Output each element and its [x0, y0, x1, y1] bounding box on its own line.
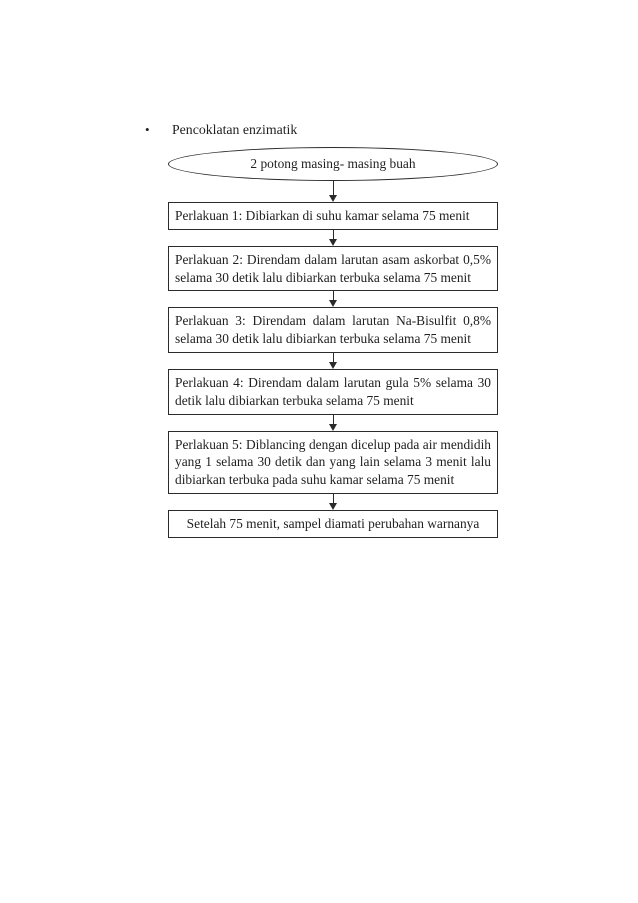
flow-node-perlakuan-2-label: Perlakuan 2: Direndam dalam larutan asam… [175, 251, 491, 285]
flow-node-perlakuan-1: Perlakuan 1: Dibiarkan di suhu kamar sel… [168, 202, 498, 230]
arrow-head-icon [329, 423, 337, 431]
flow-node-start: 2 potong masing- masing buah [168, 147, 498, 181]
flow-node-result-label: Setelah 75 menit, sampel diamati perubah… [186, 515, 480, 531]
arrow-head-icon [329, 300, 337, 308]
arrow-head-icon [329, 238, 337, 246]
down-arrow [329, 291, 338, 308]
flow-node-perlakuan-3: Perlakuan 3: Direndam dalam larutan Na-B… [168, 307, 498, 353]
arrow-shaft [332, 493, 334, 503]
down-arrow [329, 181, 338, 202]
bullet-item: • Pencoklatan enzimatik [145, 121, 297, 138]
flow-node-perlakuan-5: Perlakuan 5: Diblancing dengan dicelup p… [168, 430, 498, 494]
down-arrow [329, 414, 338, 431]
flowchart: 2 potong masing- masing buah Perlakuan 1… [168, 147, 498, 538]
arrow-shaft [332, 352, 334, 362]
flow-node-perlakuan-2: Perlakuan 2: Direndam dalam larutan asam… [168, 245, 498, 292]
flow-node-result: Setelah 75 menit, sampel diamati perubah… [168, 509, 498, 538]
bullet-icon: • [145, 122, 150, 137]
arrow-shaft [332, 291, 334, 301]
arrow-shaft [332, 229, 334, 239]
arrow-shaft [332, 414, 334, 424]
down-arrow [329, 493, 338, 510]
arrow-head-icon [329, 195, 337, 202]
arrow-shaft [332, 181, 334, 195]
flow-node-perlakuan-4-label: Perlakuan 4: Direndam dalam larutan gula… [175, 374, 491, 408]
down-arrow [329, 352, 338, 369]
down-arrow [329, 229, 338, 246]
flow-node-perlakuan-1-label: Perlakuan 1: Dibiarkan di suhu kamar sel… [175, 208, 470, 223]
flow-node-perlakuan-3-label: Perlakuan 3: Direndam dalam larutan Na-B… [175, 313, 491, 347]
flow-node-start-label: 2 potong masing- masing buah [250, 156, 416, 172]
flow-node-perlakuan-4: Perlakuan 4: Direndam dalam larutan gula… [168, 368, 498, 415]
arrow-head-icon [329, 502, 337, 510]
flow-node-perlakuan-5-label: Perlakuan 5: Diblancing dengan dicelup p… [175, 436, 491, 488]
arrow-head-icon [329, 361, 337, 369]
bullet-label: Pencoklatan enzimatik [172, 122, 298, 137]
